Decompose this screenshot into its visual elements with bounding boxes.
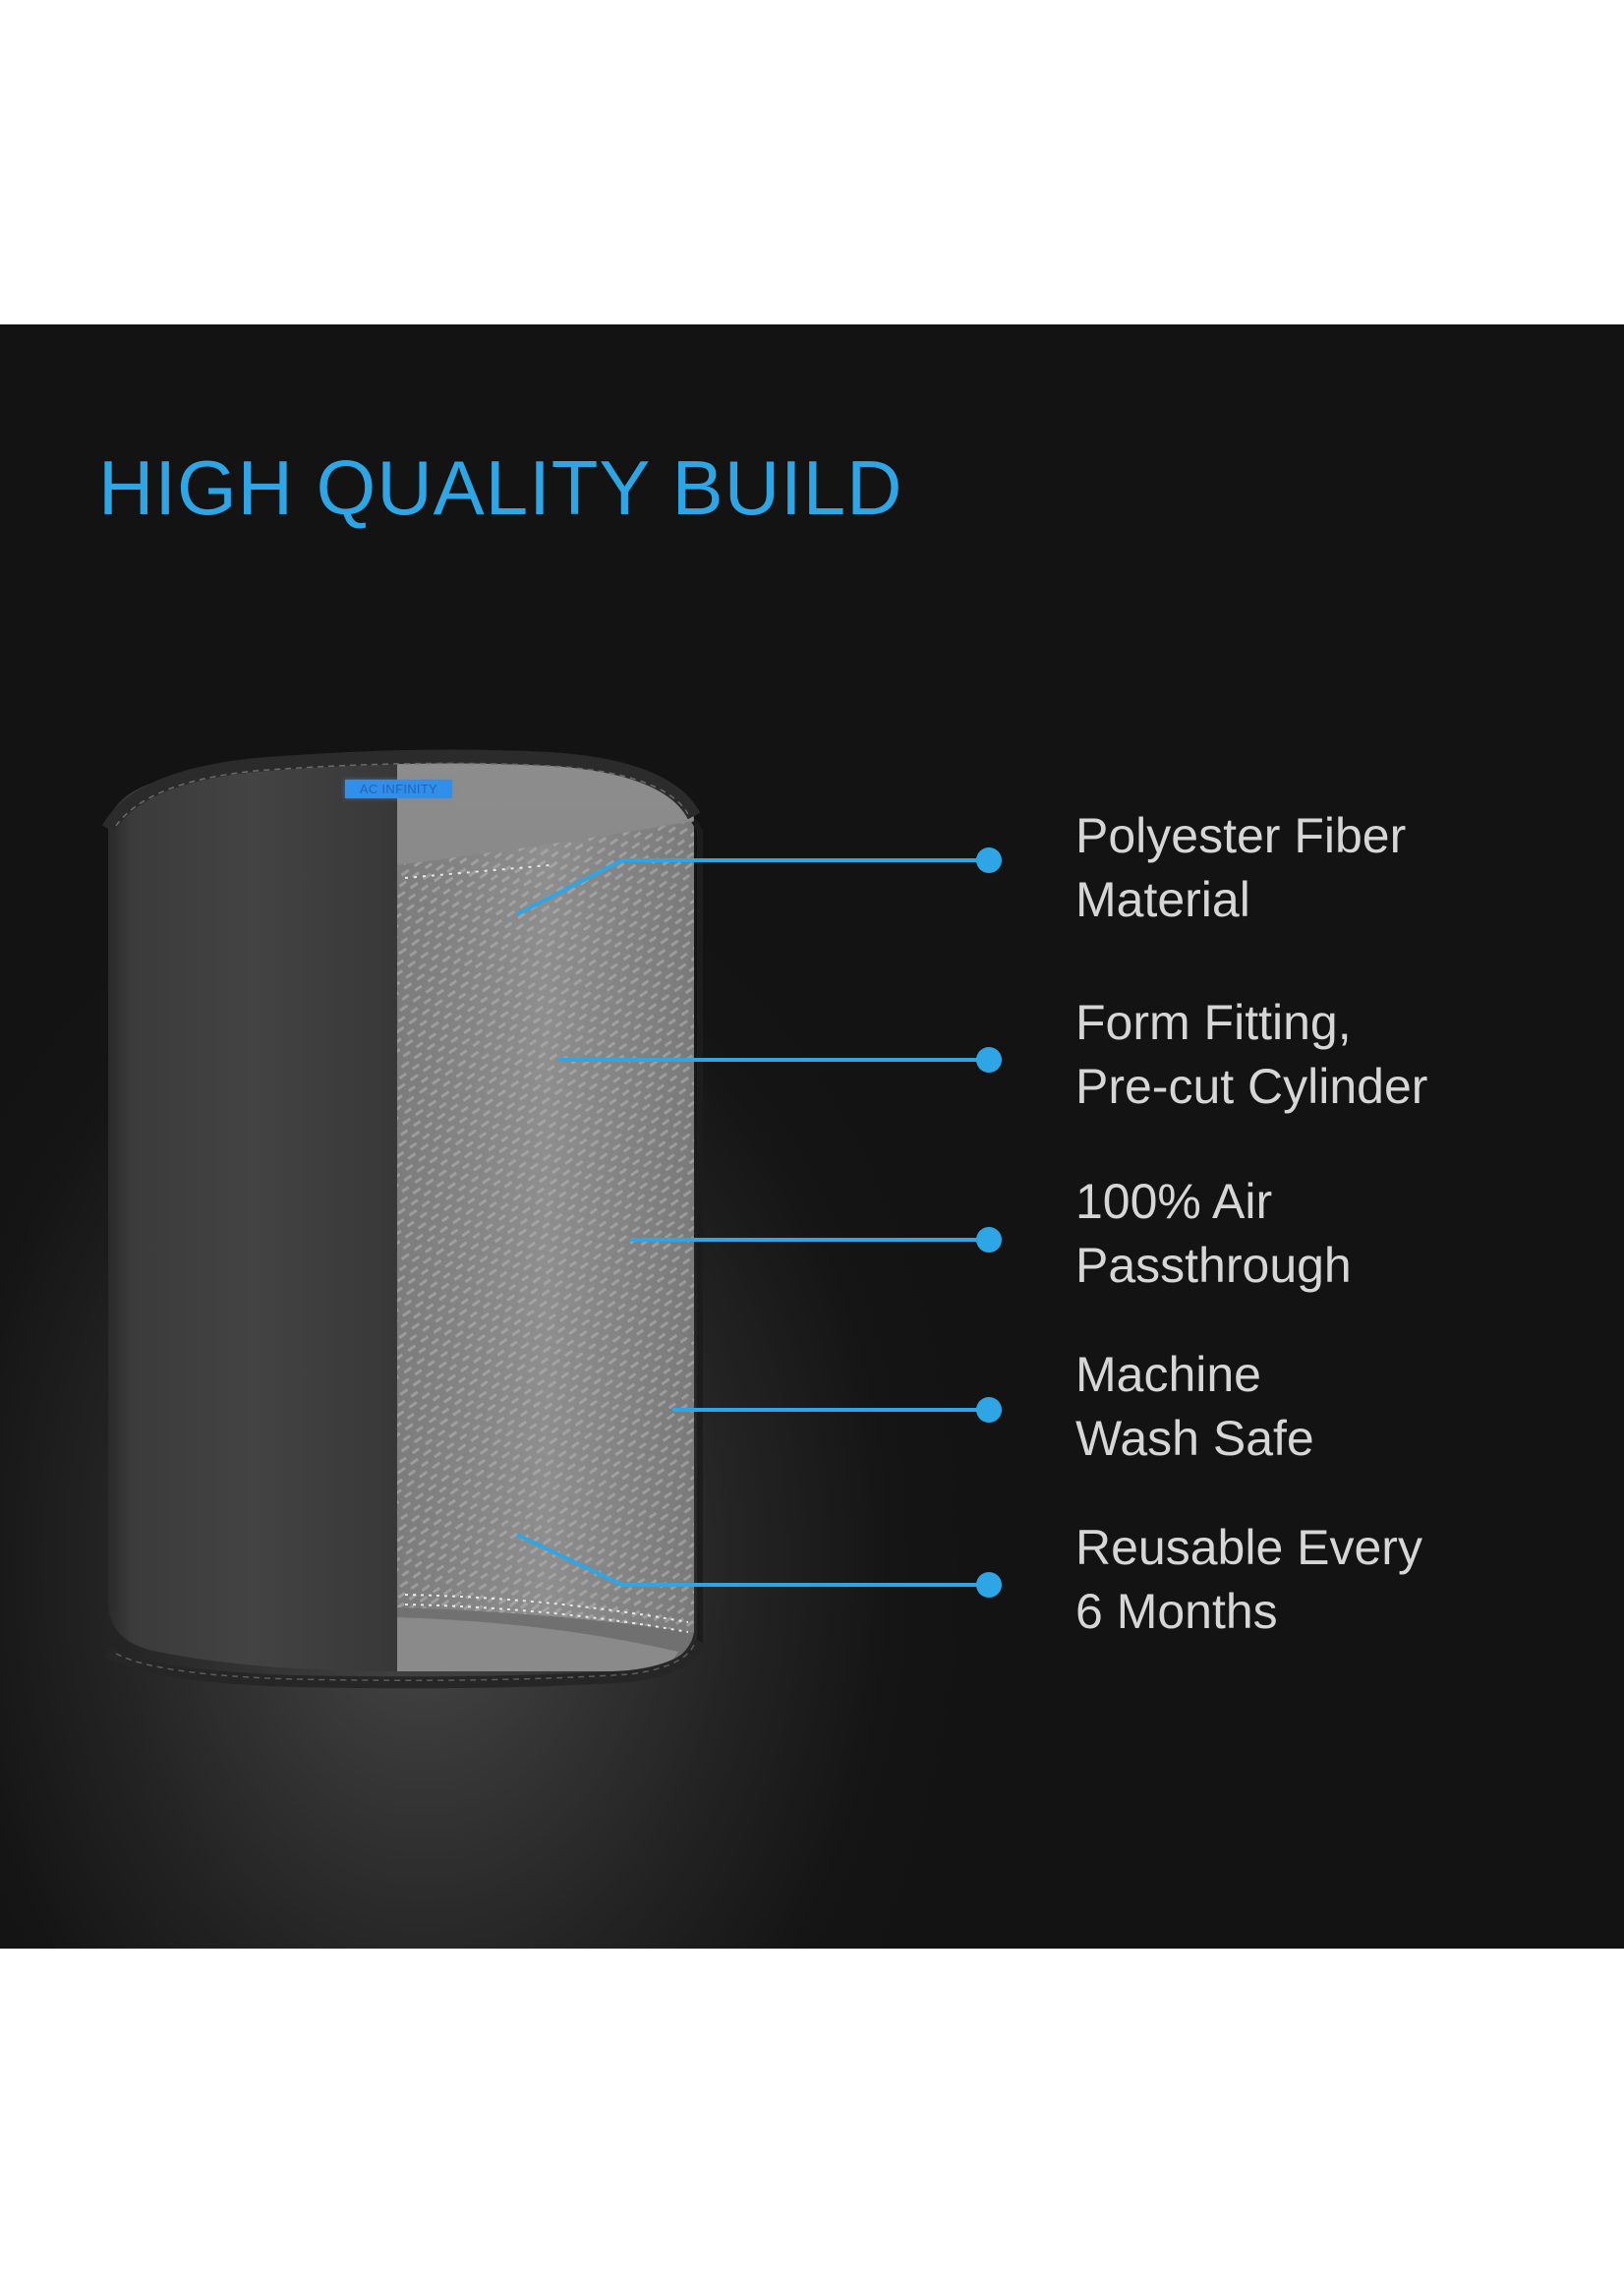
callout-reusable: Reusable Every 6 Months bbox=[1075, 1520, 1422, 1639]
callout-form-fitting: Form Fitting, Pre-cut Cylinder bbox=[1075, 995, 1428, 1114]
callout-dots bbox=[976, 847, 1002, 1598]
filter-bottom-rim bbox=[104, 1639, 706, 1689]
filter-top-rim bbox=[101, 749, 701, 833]
page-title: HIGH QUALITY BUILD bbox=[98, 444, 903, 531]
callout-dot-icon bbox=[976, 1397, 1002, 1423]
callout-dot-icon bbox=[976, 1047, 1002, 1073]
callout-machine-wash: Machine Wash Safe bbox=[1075, 1347, 1314, 1466]
callout-air-passthrough: 100% Air Passthrough bbox=[1075, 1174, 1352, 1293]
callout-polyester-fiber: Polyester Fiber Material bbox=[1075, 808, 1407, 927]
callout-dot-icon bbox=[976, 1572, 1002, 1598]
leader-line-5 bbox=[517, 1534, 991, 1587]
brand-logo-tag: AC INFINITY bbox=[345, 780, 452, 798]
callout-dot-icon bbox=[976, 847, 1002, 873]
filter-outer-sleeve bbox=[108, 759, 397, 1671]
filter-inner-cutaway bbox=[397, 759, 703, 1671]
callout-dot-icon bbox=[976, 1227, 1002, 1253]
callout-leader-lines bbox=[517, 858, 991, 1587]
leader-line-1 bbox=[517, 858, 991, 915]
